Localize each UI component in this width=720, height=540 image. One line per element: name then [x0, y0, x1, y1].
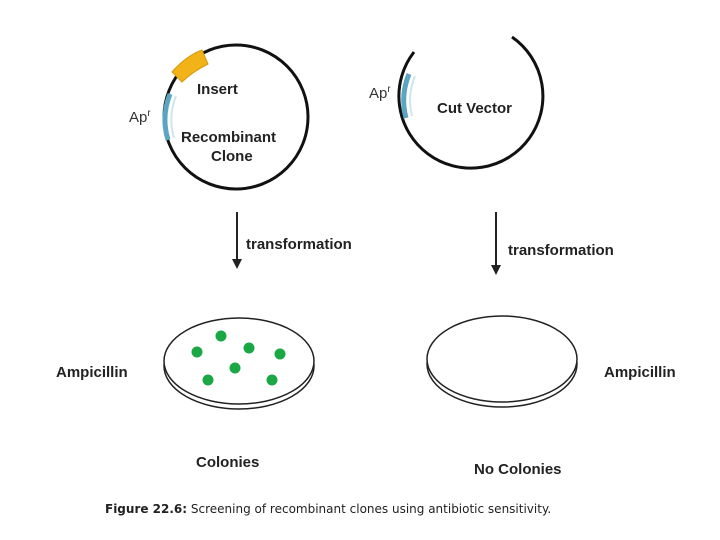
ampr-marker-right	[404, 74, 409, 118]
cut-vector-label: Cut Vector	[437, 100, 512, 117]
ampr-label-right: Apr	[369, 84, 391, 102]
left-petri-dish: Ampicillin Colonies	[56, 318, 314, 471]
right-ampicillin-label: Ampicillin	[604, 364, 676, 381]
ampr-marker-right-inner	[410, 76, 415, 116]
colonies-label: Colonies	[196, 454, 259, 471]
left-transformation-arrow: transformation	[237, 212, 352, 264]
recombinant-clone-plasmid: Insert Apr Recombinant Clone	[129, 45, 308, 189]
ampr-marker-left-inner	[171, 96, 176, 138]
colony-dot	[275, 349, 286, 360]
left-dish-lid	[164, 318, 314, 404]
cut-vector-plasmid: Apr Cut Vector	[369, 37, 543, 168]
colony-dot	[267, 375, 278, 386]
recombinant-label-line2: Clone	[211, 148, 253, 165]
no-colonies-label: No Colonies	[474, 461, 562, 478]
insert-label: Insert	[197, 81, 238, 98]
figure-caption-text: Screening of recombinant clones using an…	[187, 502, 551, 516]
colony-dot	[230, 363, 241, 374]
colony-dot	[203, 375, 214, 386]
insert-segment	[172, 50, 208, 82]
left-arrow-label: transformation	[246, 236, 352, 253]
figure-caption: Figure 22.6: Screening of recombinant cl…	[105, 502, 551, 516]
ampr-label-left: Apr	[129, 108, 151, 126]
recombinant-label-line1: Recombinant	[181, 129, 276, 146]
ampr-marker-left	[165, 94, 170, 140]
right-arrow-label: transformation	[508, 242, 614, 259]
colony-dot	[216, 331, 227, 342]
right-transformation-arrow: transformation	[496, 212, 614, 270]
right-dish-lid	[427, 316, 577, 402]
colony-dot	[192, 347, 203, 358]
figure-caption-prefix: Figure 22.6:	[105, 502, 187, 516]
left-ampicillin-label: Ampicillin	[56, 364, 128, 381]
right-petri-dish: Ampicillin No Colonies	[427, 316, 676, 478]
colony-dot	[244, 343, 255, 354]
